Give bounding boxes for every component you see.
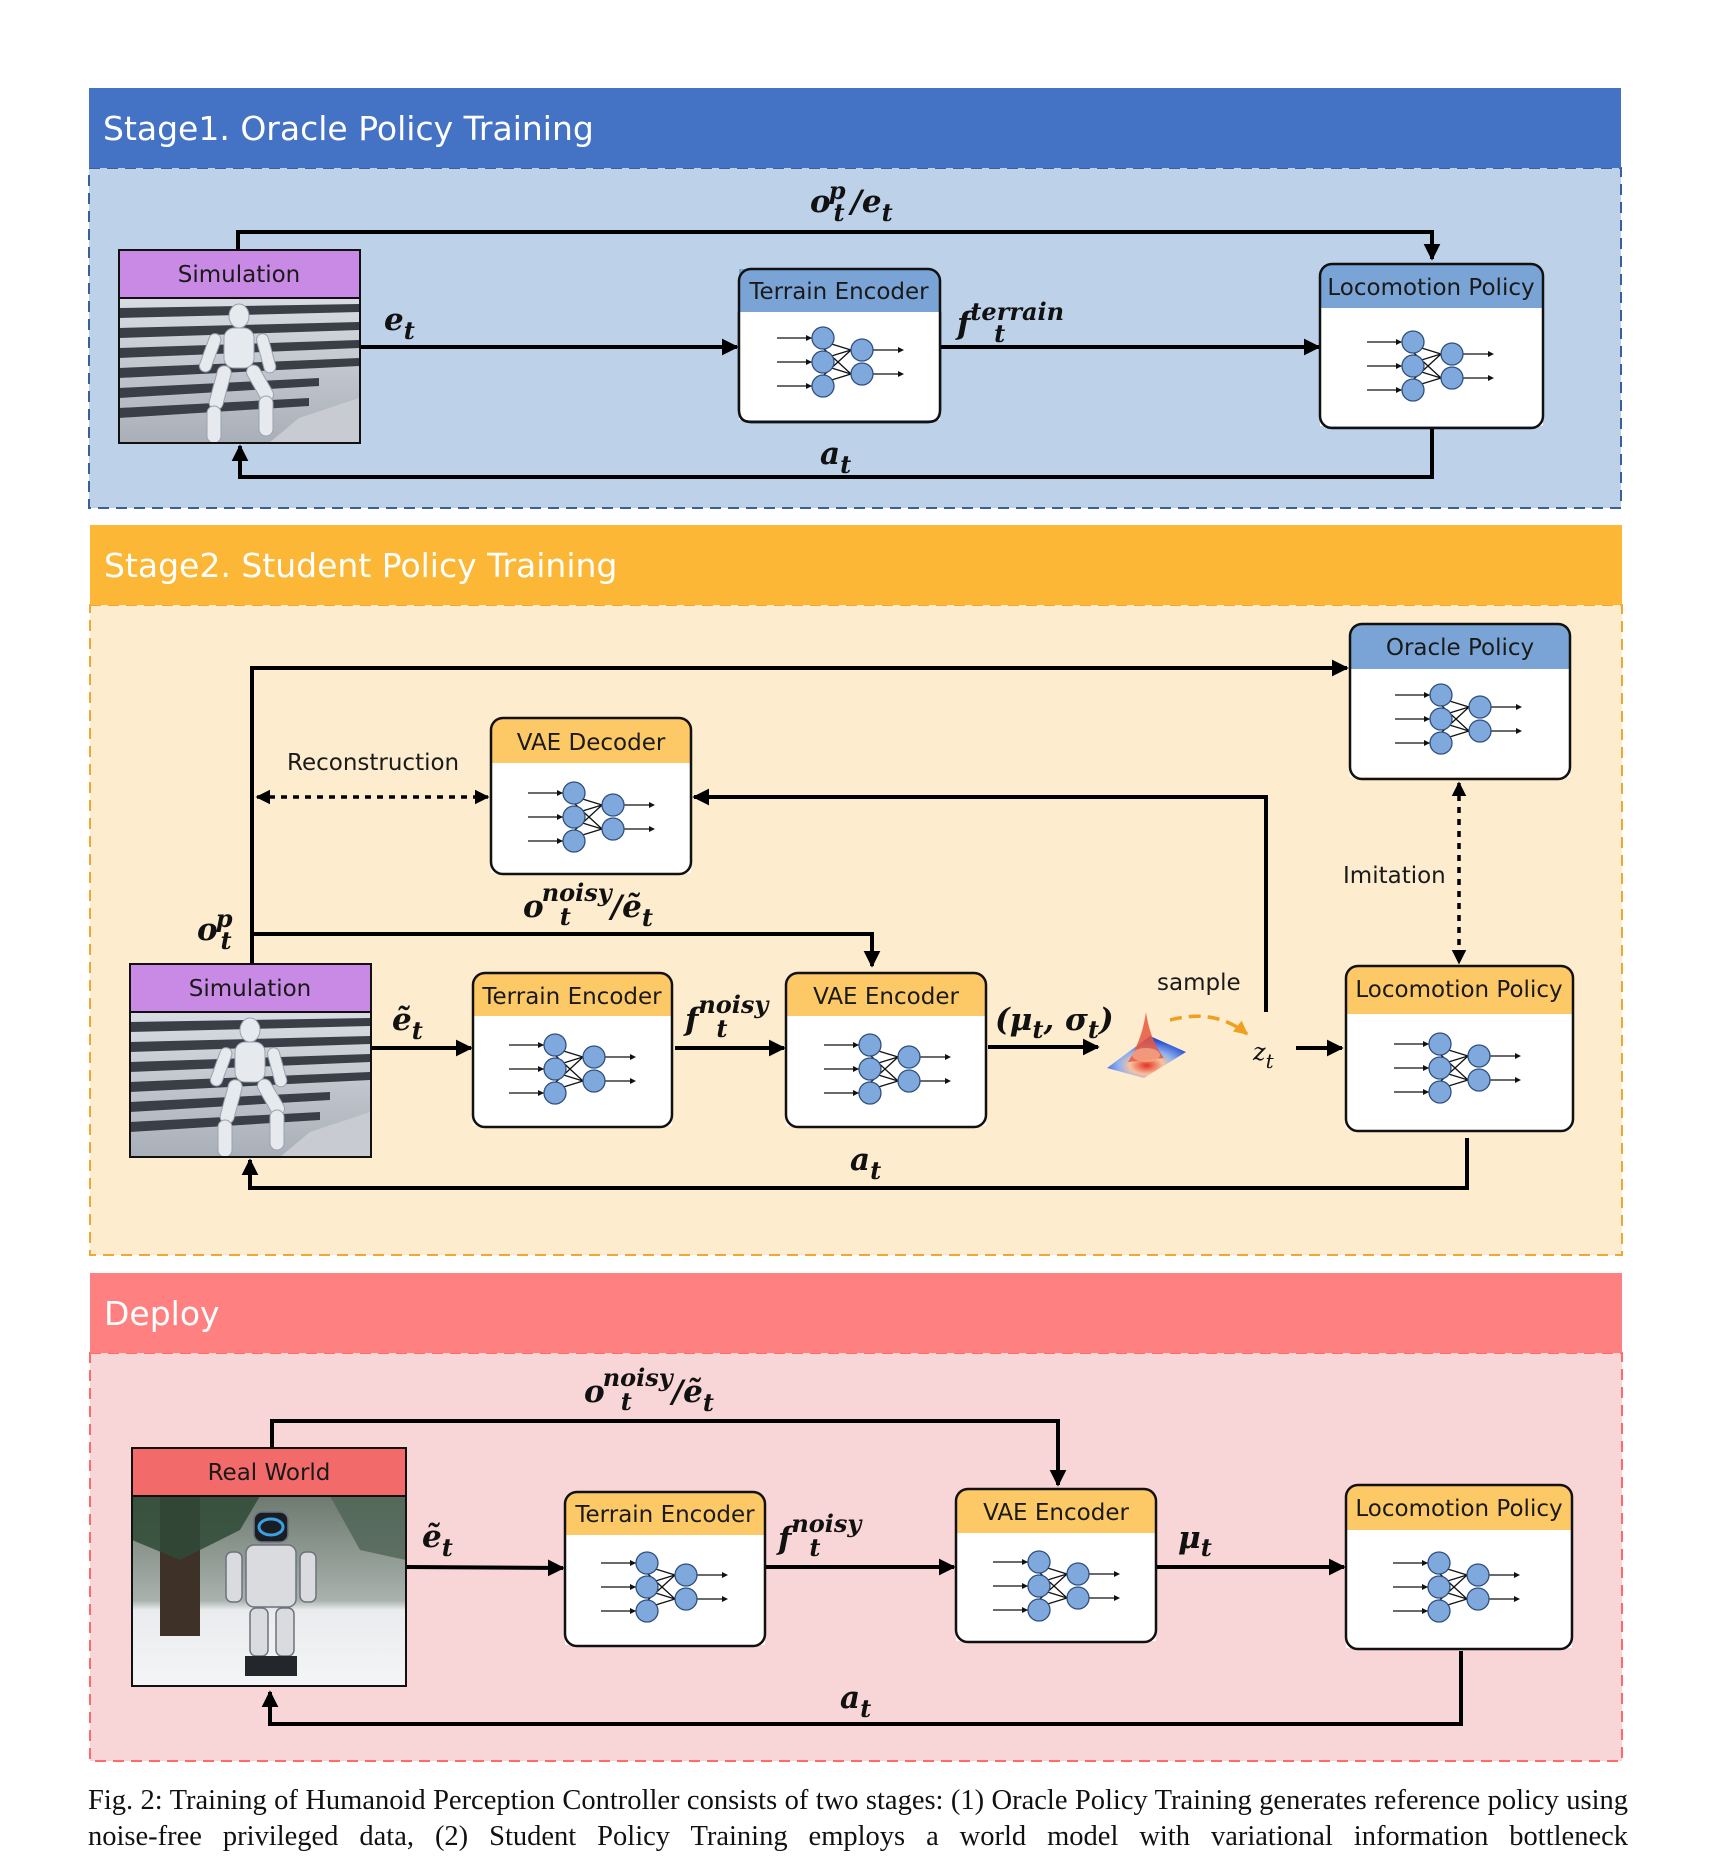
deploy-vae-encoder-label: VAE Encoder: [983, 1500, 1129, 1526]
stage1-locomotion-policy-block: Locomotion Policy: [1318, 262, 1545, 430]
stage2-terrain-encoder-block: Terrain Encoder: [471, 971, 674, 1129]
stage2-terrain-encoder-label: Terrain Encoder: [481, 984, 662, 1010]
stage2-vae-encoder-label: VAE Encoder: [813, 984, 959, 1010]
stage2-header: Stage2. Student Policy Training: [104, 546, 617, 585]
figure-caption: Fig. 2: Training of Humanoid Perception …: [88, 1785, 1628, 1852]
deploy-terrain-encoder-block: Terrain Encoder: [563, 1490, 767, 1648]
imitation-label: Imitation: [1343, 863, 1446, 889]
stage2-text-labels: Reconstruction Imitation sample: [287, 750, 1446, 996]
stage1-header: Stage1. Oracle Policy Training: [103, 109, 594, 148]
robot-on-stairs-image: [118, 297, 360, 444]
stage2-connectors: [241, 659, 1469, 1190]
stage1-terrain-encoder-label: Terrain Encoder: [748, 279, 929, 305]
stage1-connectors: [231, 230, 1441, 479]
real-world-block: Real World: [131, 1447, 407, 1687]
stage2-simulation-label: Simulation: [189, 976, 312, 1002]
stage1-locomotion-policy-label: Locomotion Policy: [1327, 275, 1534, 301]
deploy-vae-encoder-block: VAE Encoder: [954, 1487, 1158, 1644]
vae-decoder-label: VAE Decoder: [517, 730, 666, 756]
stage2-simulation-block: Simulation: [129, 963, 372, 1158]
reconstruction-label: Reconstruction: [287, 750, 459, 776]
deploy-locomotion-policy-label: Locomotion Policy: [1355, 1496, 1562, 1522]
stage2-dotted-connectors: [255, 781, 1467, 965]
real-world-label: Real World: [208, 1460, 331, 1486]
deploy-connectors: [261, 1419, 1463, 1726]
robot-in-snow-image: [132, 1496, 406, 1686]
stage2-vae-encoder-block: VAE Encoder: [784, 971, 988, 1129]
sample-label: sample: [1157, 970, 1241, 996]
robot-on-stairs-image: [129, 1011, 371, 1158]
deploy-header: Deploy: [104, 1294, 220, 1333]
oracle-policy-block: Oracle Policy: [1348, 622, 1572, 781]
stage2-locomotion-policy-label: Locomotion Policy: [1355, 977, 1562, 1003]
vae-decoder-block: VAE Decoder: [489, 716, 693, 876]
stage1-simulation-label: Simulation: [178, 262, 301, 288]
gaussian-distribution-icon: [1107, 1012, 1186, 1078]
sample-arrow: [1169, 1014, 1249, 1036]
oracle-policy-label: Oracle Policy: [1386, 635, 1534, 661]
stage1-terrain-encoder-block: Terrain Encoder: [737, 267, 942, 424]
deploy-terrain-encoder-label: Terrain Encoder: [574, 1502, 755, 1528]
deploy-locomotion-policy-block: Locomotion Policy: [1344, 1483, 1574, 1651]
stage2-locomotion-policy-block: Locomotion Policy: [1344, 964, 1575, 1133]
stage2-label-musigma: (μt, σt): [995, 1002, 1114, 1044]
stage1-simulation-block: Simulation: [118, 249, 361, 444]
